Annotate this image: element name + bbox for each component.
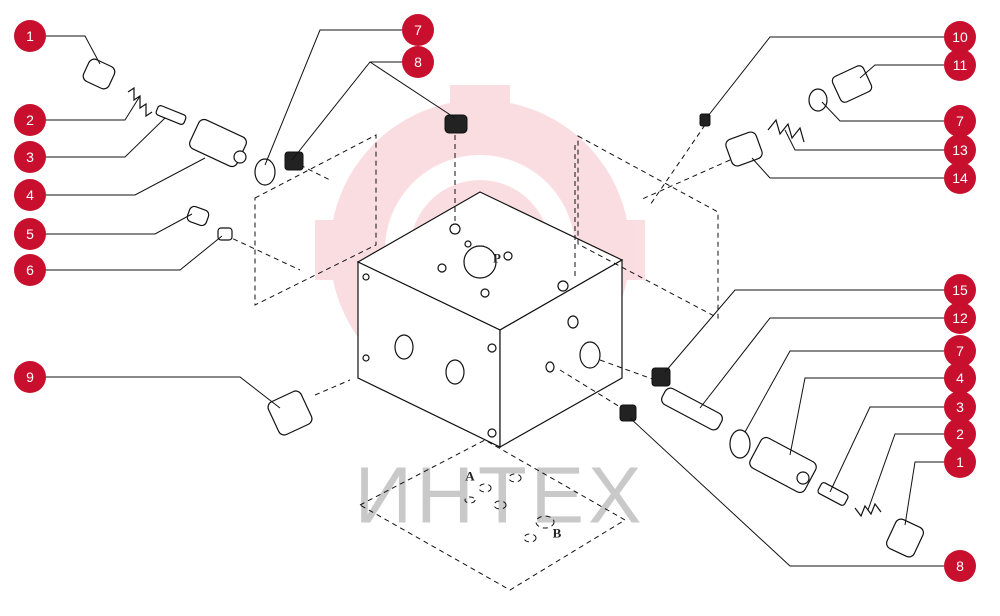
poppet-3-right <box>817 482 849 506</box>
o-ring-7-top-left <box>254 158 276 186</box>
plug-9-left <box>267 390 313 436</box>
svg-text:2: 2 <box>956 426 964 442</box>
callout-4-right: 4 <box>944 362 976 394</box>
callout-4-top-left: 4 <box>14 179 46 211</box>
callout-7-top-center: 7 <box>402 14 434 46</box>
o-ring-7-top-right <box>808 88 828 112</box>
seat-5-left <box>186 205 210 227</box>
svg-text:15: 15 <box>952 282 968 298</box>
svg-text:7: 7 <box>414 22 422 38</box>
svg-text:1: 1 <box>956 454 964 470</box>
callout-7-right: 7 <box>944 335 976 367</box>
valve-block: P <box>356 191 624 449</box>
orifice-10-top-right <box>699 113 711 127</box>
svg-text:3: 3 <box>956 399 964 415</box>
svg-text:3: 3 <box>26 149 34 165</box>
spool-12-right <box>661 387 723 431</box>
svg-text:11: 11 <box>953 57 968 73</box>
svg-text:13: 13 <box>952 142 968 158</box>
plug-11-top-right <box>831 65 873 103</box>
watermark-text: ИНТЕХ <box>355 451 646 540</box>
assembly-axes <box>224 124 731 411</box>
plug-15-right <box>651 367 671 387</box>
plug-8-bottom <box>619 404 637 422</box>
mounting-face-plane <box>358 439 626 591</box>
port-b-label: B <box>553 526 562 541</box>
svg-text:9: 9 <box>26 369 34 385</box>
callout-1-top-left: 1 <box>14 20 46 52</box>
callout-9-left: 9 <box>14 361 46 393</box>
callout-10-top-right: 10 <box>944 21 976 53</box>
svg-text:10: 10 <box>952 29 968 45</box>
spring-2-top-left <box>127 86 153 118</box>
svg-text:1: 1 <box>26 28 34 44</box>
plug-8-top-center <box>444 114 468 134</box>
svg-text:12: 12 <box>952 310 968 326</box>
sleeve-14-top-right <box>725 131 763 167</box>
svg-text:14: 14 <box>952 170 968 186</box>
cartridge-4-right <box>749 436 817 494</box>
callout-3-right: 3 <box>944 391 976 423</box>
port-a-label: A <box>465 469 475 484</box>
svg-text:7: 7 <box>956 113 964 129</box>
callout-1-right: 1 <box>944 446 976 478</box>
plug-1-top-left <box>82 58 116 90</box>
callout-5-left: 5 <box>14 218 46 250</box>
svg-text:8: 8 <box>956 558 964 574</box>
svg-text:7: 7 <box>956 343 964 359</box>
plug-8-top-left <box>284 151 304 171</box>
callout-11-top-right: 11 <box>944 49 976 81</box>
cartridge-4-top-left <box>189 118 247 168</box>
svg-text:5: 5 <box>26 226 34 242</box>
svg-text:4: 4 <box>26 187 34 203</box>
leader-lines <box>46 29 944 567</box>
callout-12-right: 12 <box>944 302 976 334</box>
callout-8-bottom-right: 8 <box>944 550 976 582</box>
o-ring-7-right <box>729 429 751 459</box>
poppet-3-top-left <box>155 105 187 125</box>
orifice-6-left <box>217 227 233 241</box>
callout-6-left: 6 <box>14 254 46 286</box>
svg-text:6: 6 <box>26 262 34 278</box>
svg-text:8: 8 <box>414 54 422 70</box>
callout-13-top-right: 13 <box>944 134 976 166</box>
gasket-plane-left <box>254 134 377 306</box>
callout-2-right: 2 <box>944 418 976 450</box>
svg-text:2: 2 <box>26 112 34 128</box>
plug-1-right <box>886 518 924 558</box>
mounting-holes <box>464 473 555 543</box>
callout-2-top-left: 2 <box>14 104 46 136</box>
callout-14-top-right: 14 <box>944 162 976 194</box>
gasket-plane-right <box>577 135 719 319</box>
port-p-label: P <box>493 251 501 266</box>
callout-7-top-right: 7 <box>944 105 976 137</box>
callout-3-top-left: 3 <box>14 141 46 173</box>
svg-text:4: 4 <box>956 370 964 386</box>
callout-8-top-center: 8 <box>402 46 434 78</box>
callout-15-right: 15 <box>944 274 976 306</box>
